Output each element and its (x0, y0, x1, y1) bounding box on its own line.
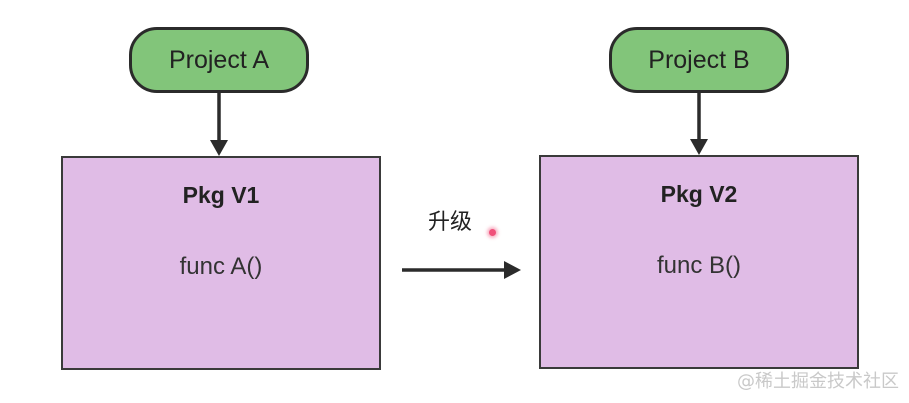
package-v1-box: Pkg V1 func A() (61, 156, 381, 370)
package-v1-func: func A() (179, 253, 263, 280)
package-v2-box: Pkg V2 func B() (539, 155, 859, 369)
arrow-project-b-to-pkg-v2 (690, 93, 708, 155)
package-v1-title: Pkg V1 (182, 182, 260, 208)
project-b-node: Project B (609, 27, 789, 93)
package-v2-title: Pkg V2 (660, 181, 738, 207)
package-v2-func: func B() (656, 252, 742, 279)
cursor-dot-icon (489, 229, 496, 236)
project-b-label: Project B (648, 45, 750, 74)
watermark: @稀土掘金技术社区 (737, 371, 899, 392)
arrow-project-a-to-pkg-v1 (210, 93, 228, 156)
project-a-node: Project A (129, 27, 309, 93)
upgrade-label: 升级 (428, 210, 473, 235)
project-a-label: Project A (168, 45, 270, 74)
arrow-upgrade (402, 261, 521, 279)
